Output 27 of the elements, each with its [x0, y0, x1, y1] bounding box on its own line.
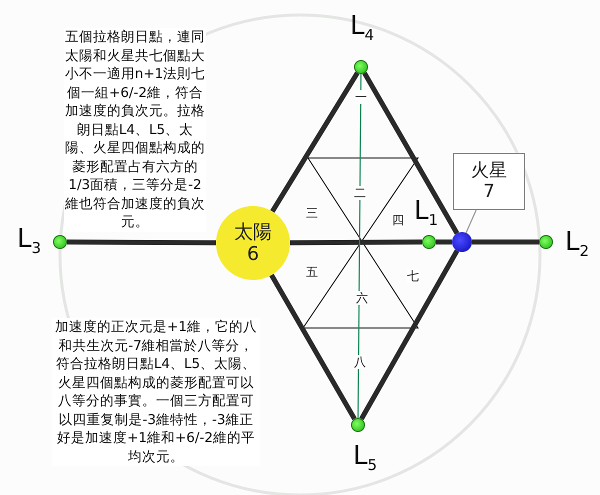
region-number: 四: [392, 213, 404, 227]
region-number: 三: [306, 206, 318, 220]
connecting-line: [270, 72, 360, 213]
axis-line: [357, 74, 362, 418]
region-number: 六: [356, 291, 368, 305]
connecting-line: [436, 240, 452, 244]
sun-circle: 太陽 6: [216, 206, 290, 280]
connecting-line: [290, 240, 422, 246]
connecting-line: [362, 72, 460, 235]
point-label: L$_{5}$: [353, 442, 378, 476]
planet-dot: [452, 232, 472, 252]
connecting-line: [472, 240, 539, 244]
connecting-line: [359, 249, 460, 420]
region-number: 五: [306, 265, 318, 279]
connecting-line: [269, 274, 357, 420]
point-label: L$_{2}$: [565, 228, 590, 262]
point-label: L$_{3}$: [17, 224, 42, 259]
region-number: 一: [355, 90, 367, 104]
region-number: 八: [354, 355, 366, 369]
note-text: 五個拉格朗日點，連同太陽和火星共七個點大小不一適用n+1法則七個一組+6/-2維，符合加速度的負次元。拉格朗日點L4、L5、太陽、火星四個點构成的菱形配置占有六方的1/3面積，三等分是-2維也符合加速度的負次元。: [64, 28, 206, 232]
callout-box: 火星 7: [453, 152, 525, 210]
note-text: 加速度的正次元是+1維，它的八和共生次元-7維相當於八等分，符合拉格朗日點L4、L5、太陽、火星四個點构成的菱形配置可以八等分的事實。一個三方配置可以四重复制是-3維特性，-3維正好是加速度+1維和+6/-2維的平均次元。: [52, 318, 260, 466]
region-number: 七: [407, 269, 419, 283]
region-number: 二: [354, 186, 366, 200]
point-label: L$_{4}$: [350, 12, 374, 46]
point-label: L$_{1}$: [414, 196, 438, 231]
connecting-line: [66, 240, 216, 246]
